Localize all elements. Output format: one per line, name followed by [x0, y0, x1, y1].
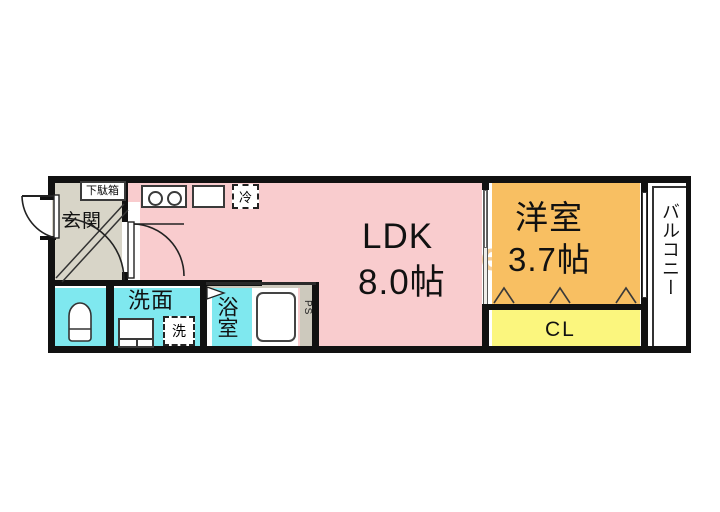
wall-bedroom-closet	[489, 304, 641, 310]
balcony-sliding-window[interactable]	[642, 192, 647, 298]
wall-balcony-top	[648, 176, 691, 183]
ldk-size-label: 8.0帖	[358, 263, 446, 302]
wall-toilet-washroom	[106, 286, 114, 350]
vanity-sink	[118, 318, 154, 340]
washing-machine-space[interactable]: 洗	[163, 316, 195, 346]
sliding-door-panel-overlap[interactable]	[484, 190, 487, 248]
genkan-inner-sliding[interactable]	[52, 203, 129, 283]
wall-left-upper	[48, 176, 55, 198]
wall-ldk-bedroom-bottom	[482, 304, 489, 350]
wall-ldk-bedroom-top	[482, 182, 489, 190]
genkan-ldk-door[interactable]	[60, 216, 126, 282]
wall-balcony-right	[686, 176, 691, 353]
toilet-bowl	[68, 302, 92, 342]
wall-bath-unit-top	[206, 282, 316, 285]
wall-washroom-bath	[200, 286, 207, 350]
entrance-door-jamb-bottom	[40, 236, 56, 240]
ldk-name-label: LDK	[362, 217, 434, 256]
bath-folding-door[interactable]	[206, 286, 226, 300]
pipe-space-fill	[300, 284, 314, 348]
pipe-space-label: PS	[302, 300, 313, 316]
bedroom-size-label: 3.7帖	[508, 241, 591, 278]
entrance-door-jamb-top	[40, 196, 56, 200]
refrigerator-space[interactable]: 冷	[232, 184, 259, 209]
wall-ldk-hall-bottom	[128, 280, 262, 286]
room-bath-fill	[212, 288, 252, 346]
closet-folding-doors[interactable]	[492, 286, 640, 304]
shoe-cabinet-label: 下駄箱	[86, 185, 119, 197]
refrigerator-label: 冷	[238, 190, 252, 205]
bedroom-name-label: 洋室	[515, 199, 583, 236]
washing-machine-label: 洗	[172, 323, 186, 339]
bathtub-unit	[256, 292, 296, 342]
wall-genkan-right-lower	[122, 272, 128, 284]
ldk-entry-door[interactable]	[127, 221, 186, 280]
room-closet-fill	[492, 310, 640, 350]
washroom-door[interactable]	[128, 286, 130, 288]
wall-genkan-right	[122, 182, 128, 222]
wall-bath-right	[312, 282, 319, 350]
washroom-label: 洗面	[128, 288, 175, 313]
vanity-divider	[136, 340, 138, 348]
wall-balcony-bottom	[648, 346, 691, 353]
wall-bottom	[48, 346, 648, 353]
ldk-hall-fill	[140, 202, 262, 280]
balcony-label: バルコニー	[660, 202, 680, 297]
wall-genkan-bottom	[52, 280, 128, 286]
closet-label: CL	[545, 318, 576, 341]
wall-top	[48, 176, 648, 183]
room-bedroom-fill	[492, 182, 640, 304]
wall-left-lower	[48, 240, 55, 353]
shoe-cabinet[interactable]	[80, 181, 126, 201]
bath-label: 浴室	[215, 296, 238, 338]
burner-right-icon	[167, 191, 182, 206]
entrance-door[interactable]	[8, 194, 60, 242]
kitchen-sink[interactable]	[192, 185, 225, 208]
burner-left-icon	[148, 191, 163, 206]
